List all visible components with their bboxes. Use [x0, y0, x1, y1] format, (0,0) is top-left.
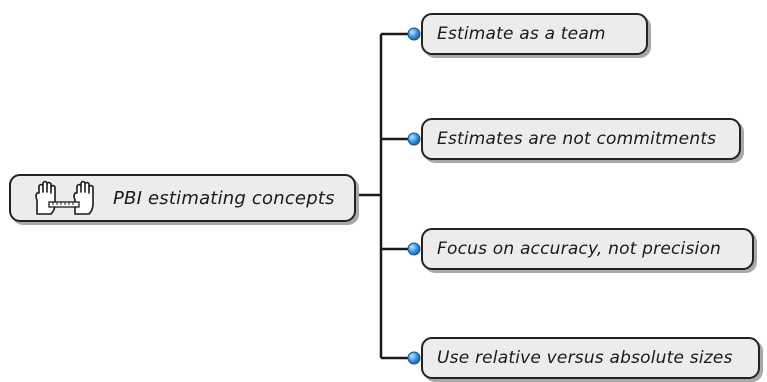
branch-node-label: Focus on accuracy, not precision: [437, 239, 722, 259]
hands-with-ruler-icon: [35, 180, 94, 215]
branch-dot-3: [407, 351, 421, 365]
branch-node-estimates-not-commitments[interactable]: Estimates are not commitments: [421, 118, 741, 160]
branch-node-label: Use relative versus absolute sizes: [437, 348, 733, 368]
branch-node-label: Estimates are not commitments: [437, 129, 717, 149]
branch-node-relative-vs-absolute[interactable]: Use relative versus absolute sizes: [421, 337, 760, 379]
branch-node-label: Estimate as a team: [437, 24, 606, 44]
branch-dot-0: [407, 27, 421, 41]
root-node-label: PBI estimating concepts: [113, 187, 335, 209]
root-node[interactable]: PBI estimating concepts: [9, 174, 356, 222]
branch-dot-1: [407, 132, 421, 146]
branch-node-accuracy-not-precision[interactable]: Focus on accuracy, not precision: [421, 228, 754, 270]
branch-node-estimate-as-team[interactable]: Estimate as a team: [421, 13, 648, 55]
branch-dot-2: [407, 242, 421, 256]
